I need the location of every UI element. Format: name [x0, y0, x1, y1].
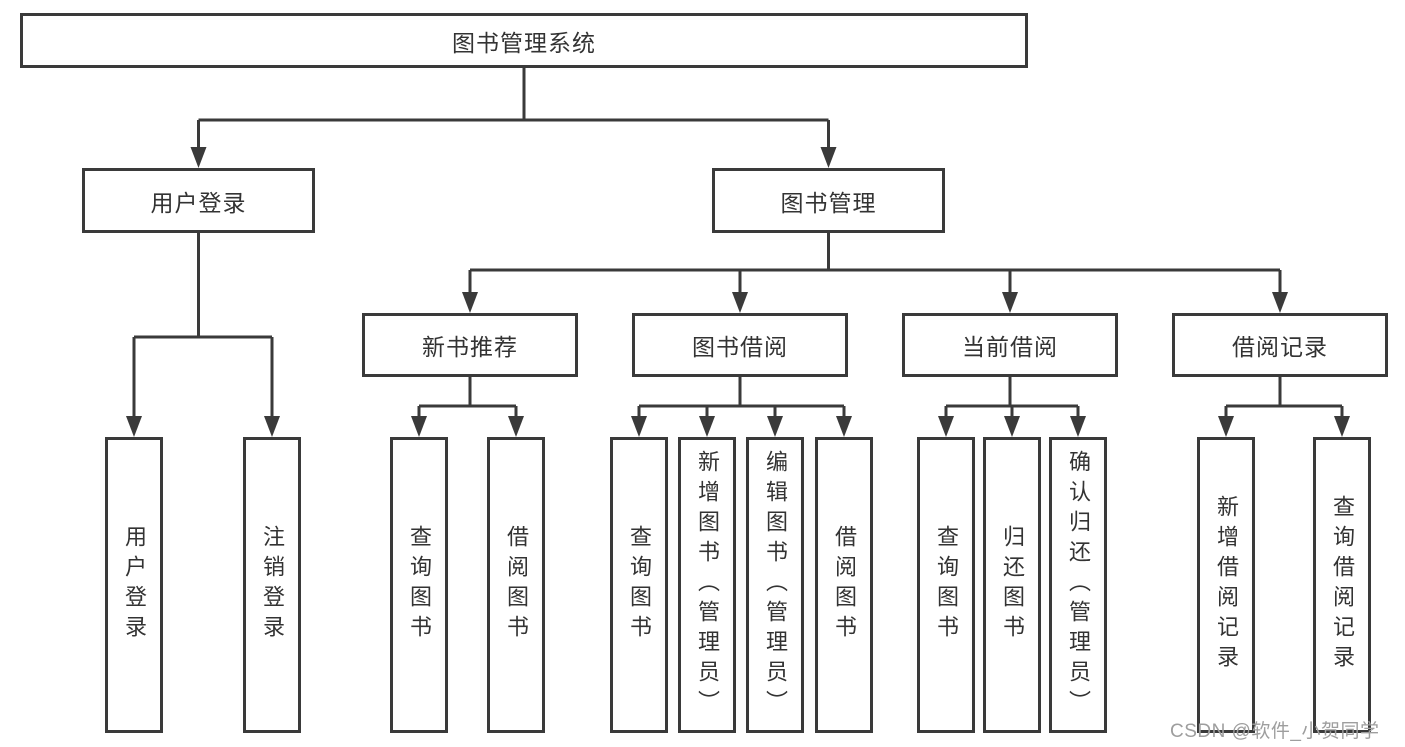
- arrowhead: [1334, 416, 1350, 437]
- arrowhead: [411, 416, 427, 437]
- leaf-current-query-books: 查询图书: [917, 437, 975, 733]
- leaf-records-query-record: 查询借阅记录: [1313, 437, 1371, 733]
- arrowhead: [820, 147, 837, 168]
- arrowhead: [938, 416, 954, 437]
- node-borrowing-records: 借阅记录: [1172, 313, 1388, 377]
- arrowheads: [126, 147, 1350, 437]
- connector-borrow-records-children: [1224, 377, 1344, 421]
- arrowhead: [732, 292, 748, 313]
- node-new-book-recommend: 新书推荐: [362, 313, 578, 377]
- arrowhead: [462, 292, 478, 313]
- leaf-user-login: 用户登录: [105, 437, 163, 733]
- connector-current-borrow-children: [944, 377, 1080, 421]
- node-book-borrowing: 图书借阅: [632, 313, 848, 377]
- arrowhead: [1218, 416, 1234, 437]
- connector-user-login-children: [132, 233, 274, 421]
- leaf-records-add-record: 新增借阅记录: [1197, 437, 1255, 733]
- arrowhead: [631, 416, 647, 437]
- arrowhead: [1004, 416, 1020, 437]
- arrowhead: [836, 416, 852, 437]
- node-book-management: 图书管理: [712, 168, 945, 233]
- connector-book-borrow-children: [637, 377, 846, 421]
- arrowhead: [126, 416, 142, 437]
- leaf-borrow-borrow-books: 借阅图书: [815, 437, 873, 733]
- leaf-newbook-query-books: 查询图书: [390, 437, 448, 733]
- node-current-borrowing: 当前借阅: [902, 313, 1118, 377]
- arrowhead: [699, 416, 715, 437]
- leaf-borrow-query-books: 查询图书: [610, 437, 668, 733]
- leaf-current-return-books: 归还图书: [983, 437, 1041, 733]
- connector-new-book-children: [417, 377, 518, 421]
- arrowhead: [264, 416, 280, 437]
- csdn-watermark: CSDN @软件_小贺同学: [1170, 721, 1380, 742]
- arrowhead: [1272, 292, 1288, 313]
- node-user-login: 用户登录: [82, 168, 315, 233]
- connector-book-mgmt-to-level3: [468, 233, 1282, 297]
- arrowhead: [1070, 416, 1086, 437]
- leaf-newbook-borrow-books: 借阅图书: [487, 437, 545, 733]
- arrowhead: [1002, 292, 1018, 313]
- connector-root-to-level2: [197, 68, 830, 150]
- leaf-current-confirm-return-admin: 确认归还（管理员）: [1049, 437, 1107, 733]
- leaf-borrow-edit-books-admin: 编辑图书（管理员）: [746, 437, 804, 733]
- arrowhead: [190, 147, 207, 168]
- arrowhead: [508, 416, 524, 437]
- leaf-logout-login: 注销登录: [243, 437, 301, 733]
- arrowhead: [767, 416, 783, 437]
- leaf-borrow-add-books-admin: 新增图书（管理员）: [678, 437, 736, 733]
- node-root: 图书管理系统: [20, 13, 1028, 68]
